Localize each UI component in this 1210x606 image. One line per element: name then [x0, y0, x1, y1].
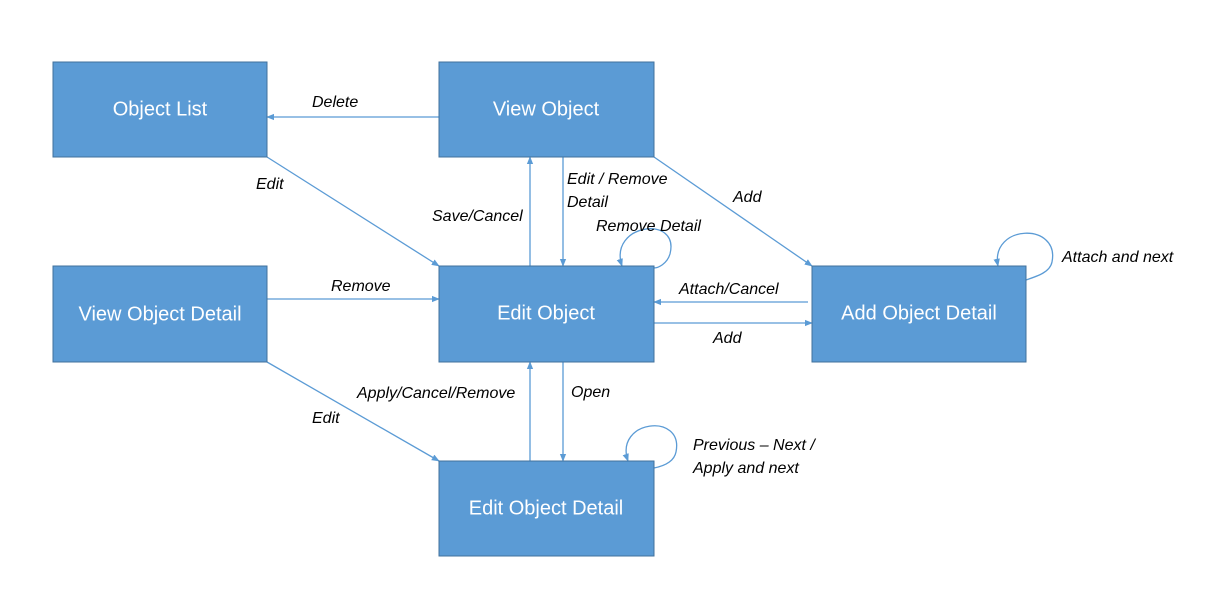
edge-edit-from-detail	[266, 361, 440, 462]
label-edit-from-detail: Edit	[312, 410, 340, 427]
node-object-list-label: Object List	[113, 98, 208, 120]
edge-remove-detail-loop	[616, 228, 672, 269]
label-edit-remove-line1: Edit / Remove	[567, 171, 668, 188]
label-save-cancel: Save/Cancel	[432, 208, 523, 225]
node-edit-object-label: Edit Object	[497, 302, 595, 324]
label-open: Open	[571, 384, 610, 401]
label-add-from-view: Add	[732, 189, 763, 206]
node-edit-object-detail[interactable]: Edit Object Detail	[438, 460, 655, 557]
label-remove-detail: Remove Detail	[596, 218, 701, 235]
label-apply-cancel-remove: Apply/Cancel/Remove	[356, 385, 515, 402]
edge-add-from-view	[653, 156, 813, 267]
edge-attach-and-next-loop	[993, 232, 1054, 281]
edges	[266, 113, 1054, 469]
node-edit-object-detail-label: Edit Object Detail	[469, 497, 624, 519]
node-view-object[interactable]: View Object	[438, 61, 655, 158]
label-attach-cancel: Attach/Cancel	[678, 281, 779, 298]
edge-labels: Delete Edit Save/Cancel Edit / Remove De…	[256, 94, 1174, 477]
node-add-object-detail-label: Add Object Detail	[841, 302, 997, 324]
label-previous-next-line2: Apply and next	[692, 460, 799, 477]
node-edit-object[interactable]: Edit Object	[438, 265, 655, 363]
label-remove: Remove	[331, 278, 391, 295]
label-delete: Delete	[312, 94, 358, 111]
label-previous-next-line1: Previous – Next /	[693, 437, 816, 454]
label-edit-remove-line2: Detail	[567, 194, 608, 211]
edge-edit-from-list	[266, 156, 440, 267]
node-view-object-detail[interactable]: View Object Detail	[52, 265, 268, 363]
node-object-list[interactable]: Object List	[52, 61, 268, 158]
label-add-to-detail: Add	[712, 330, 743, 347]
label-edit-from-list: Edit	[256, 176, 284, 193]
edge-previous-next-loop	[622, 425, 678, 469]
node-add-object-detail[interactable]: Add Object Detail	[811, 265, 1027, 363]
node-view-object-detail-label: View Object Detail	[78, 303, 241, 325]
label-attach-and-next: Attach and next	[1061, 249, 1174, 266]
node-view-object-label: View Object	[493, 98, 600, 120]
